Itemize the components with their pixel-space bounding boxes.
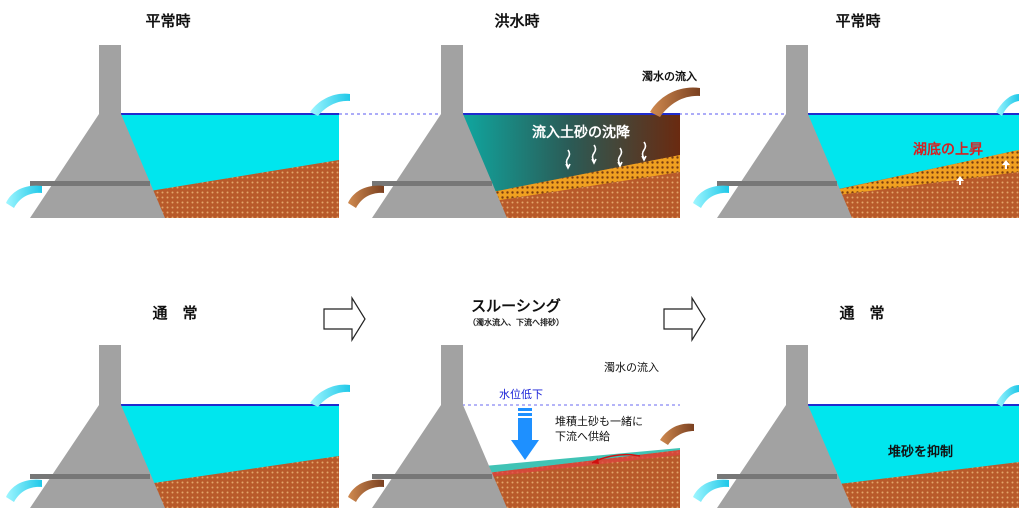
panel-title: 洪水時 <box>494 12 539 30</box>
sediment-bed <box>462 450 680 508</box>
panel-bottom-left: 通 常 <box>6 304 350 508</box>
dam-body <box>372 345 507 508</box>
outflow-icon <box>6 185 42 208</box>
dam-body <box>30 345 165 508</box>
upward-arrows-icon <box>956 160 1010 185</box>
settling-label: 流入土砂の沈降 <box>532 124 631 141</box>
turbid-inflow-icon <box>650 87 700 117</box>
inflow-icon <box>996 385 1019 407</box>
dam-body <box>372 45 507 218</box>
inflow-icon <box>310 93 350 116</box>
panel-top-right: 平常時 湖底の上昇 <box>693 12 1019 218</box>
panel-title: スルーシング <box>471 297 561 315</box>
dam-body <box>717 345 852 508</box>
outflow-icon <box>693 479 729 502</box>
inflow-label: 濁水の流入 <box>642 69 697 83</box>
suppression-label: 堆砂を抑制 <box>888 444 953 460</box>
panel-title: 平常時 <box>835 12 880 30</box>
panel-title: 通 常 <box>839 304 884 322</box>
scour-layer <box>462 450 680 480</box>
outlet-pipe <box>372 181 492 186</box>
raised-deposit <box>826 150 1019 196</box>
level-drop-arrow-icon <box>511 408 539 460</box>
sediment-bed <box>806 462 1019 508</box>
dam-body <box>30 45 165 218</box>
dam-body <box>717 45 852 218</box>
inflow-icon <box>310 384 350 407</box>
level-drop-label: 水位低下 <box>499 387 543 401</box>
turbid-outflow-icon <box>348 185 384 208</box>
supply-label-line2: 下流へ供給 <box>555 429 610 443</box>
settling-arrows-icon <box>565 141 647 170</box>
sediment-bed <box>119 160 339 218</box>
hollow-arrow-right-icon <box>323 295 366 343</box>
lakebed-rise-label: 湖底の上昇 <box>913 141 983 158</box>
panel-top-left: 平常時 <box>6 12 350 218</box>
panel-subtitle: （濁水流入、下流へ排砂） <box>468 317 564 327</box>
turbid-inflow-icon <box>660 423 694 445</box>
hollow-arrow-right-icon <box>663 295 706 343</box>
outlet-pipe <box>717 474 837 479</box>
outflow-icon <box>693 185 729 208</box>
panel-title: 通 常 <box>152 304 197 322</box>
supply-label-line1: 堆積土砂も一緒に <box>555 414 643 428</box>
inflow-icon <box>996 94 1019 116</box>
panel-top-middle: 洪水時 濁水の流入 流入土砂の沈降 <box>348 12 700 218</box>
panel-bottom-middle: スルーシング （濁水流入、下流へ排砂） 濁水の流入 水位低下 堆積土砂も一緒に … <box>348 297 694 508</box>
outlet-pipe <box>30 181 150 186</box>
outlet-pipe <box>372 474 492 479</box>
panel-bottom-right: 通 常 堆砂を抑制 <box>693 304 1019 508</box>
outlet-pipe <box>717 181 837 186</box>
sediment-outflow-icon <box>348 479 384 502</box>
new-deposit <box>462 155 680 206</box>
outlet-pipe <box>30 474 150 479</box>
panel-title: 平常時 <box>145 12 190 30</box>
sediment-bed <box>119 456 339 508</box>
transport-arrowhead-icon <box>592 458 599 464</box>
outflow-icon <box>6 479 42 502</box>
inflow-label: 濁水の流入 <box>604 360 659 374</box>
